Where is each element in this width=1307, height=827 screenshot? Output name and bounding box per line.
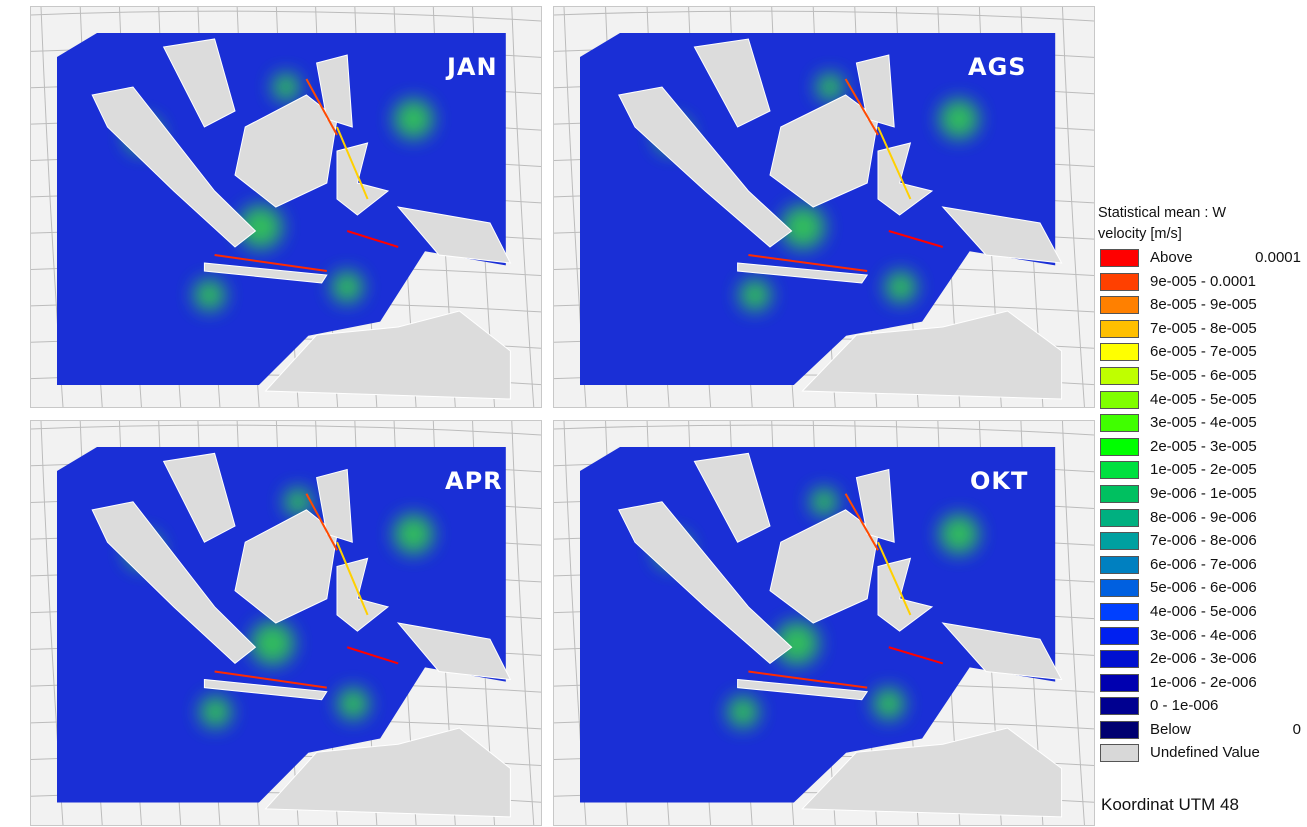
legend-swatch: [1100, 366, 1139, 385]
legend-label: 6e-006 - 7e-006: [1150, 555, 1257, 573]
month-label-okt: OKT: [970, 467, 1029, 495]
map-panel-apr: APR: [30, 420, 542, 826]
legend-item: 2e-006 - 3e-006: [1098, 648, 1303, 672]
legend-swatch: [1100, 296, 1139, 315]
legend-item: Undefined Value: [1098, 742, 1303, 766]
legend-label: 8e-005 - 9e-005: [1150, 296, 1257, 314]
coordinate-note: Koordinat UTM 48: [1101, 795, 1239, 814]
legend-swatch: [1100, 461, 1139, 480]
legend-value: 0.0001: [1255, 249, 1301, 266]
map-graphic-jan: [31, 7, 541, 407]
legend-item: 9e-005 - 0.0001: [1098, 271, 1303, 295]
legend-swatch: [1100, 319, 1139, 338]
legend-item: 0 - 1e-006: [1098, 695, 1303, 719]
map-panel-okt: OKT: [553, 420, 1095, 826]
legend-label: 0 - 1e-006: [1150, 697, 1219, 715]
legend-item: 4e-005 - 5e-005: [1098, 389, 1303, 413]
legend-label: 2e-005 - 3e-005: [1150, 437, 1257, 455]
legend-label: 7e-006 - 8e-006: [1150, 532, 1257, 550]
legend-label: 4e-006 - 5e-006: [1150, 602, 1257, 620]
legend-swatch: [1100, 602, 1139, 621]
legend-swatch: [1100, 414, 1139, 433]
legend-label: 6e-005 - 7e-005: [1150, 343, 1257, 361]
legend-label: 5e-005 - 6e-005: [1150, 366, 1257, 384]
legend-item: 2e-005 - 3e-005: [1098, 436, 1303, 460]
legend-item: 9e-006 - 1e-005: [1098, 483, 1303, 507]
legend-item: 4e-006 - 5e-006: [1098, 601, 1303, 625]
legend-swatch: [1100, 484, 1139, 503]
legend-label: 4e-005 - 5e-005: [1150, 390, 1257, 408]
legend-swatch: [1100, 673, 1139, 692]
legend-label: 7e-005 - 8e-005: [1150, 319, 1257, 337]
legend-item: 5e-005 - 6e-005: [1098, 365, 1303, 389]
month-label-apr: APR: [445, 467, 503, 495]
legend-label: 1e-006 - 2e-006: [1150, 673, 1257, 691]
legend-swatch: [1100, 272, 1139, 291]
legend-swatch: [1100, 437, 1139, 456]
legend-item: 3e-006 - 4e-006: [1098, 625, 1303, 649]
legend-label: Above: [1150, 249, 1193, 266]
legend-label: 9e-005 - 0.0001: [1150, 272, 1256, 290]
legend-item: 7e-006 - 8e-006: [1098, 530, 1303, 554]
legend-item: 1e-006 - 2e-006: [1098, 672, 1303, 696]
legend-item: 5e-006 - 6e-006: [1098, 577, 1303, 601]
legend-label: 5e-006 - 6e-006: [1150, 579, 1257, 597]
legend-label: 3e-005 - 4e-005: [1150, 414, 1257, 432]
legend-title-line1: Statistical mean : W: [1098, 205, 1227, 221]
legend-title: Statistical mean : W velocity [m/s]: [1098, 203, 1303, 245]
map-graphic-okt: [554, 421, 1094, 825]
map-panel-jan: JAN: [30, 6, 542, 408]
map-graphic-apr: [31, 421, 541, 825]
legend-title-line2: velocity [m/s]: [1098, 226, 1182, 242]
legend-item: 6e-005 - 7e-005: [1098, 341, 1303, 365]
legend-value: 0: [1292, 720, 1301, 738]
legend-swatch: [1100, 626, 1139, 645]
month-label-ags: AGS: [968, 53, 1027, 81]
legend-swatch: [1100, 532, 1139, 551]
legend-swatch: [1100, 650, 1139, 669]
map-graphic-ags: [554, 7, 1094, 407]
legend-swatch: [1100, 390, 1139, 409]
legend-item: 8e-005 - 9e-005: [1098, 294, 1303, 318]
legend: Statistical mean : W velocity [m/s] Abov…: [1098, 203, 1303, 766]
legend-label: 8e-006 - 9e-006: [1150, 508, 1257, 526]
legend-label: 3e-006 - 4e-006: [1150, 626, 1257, 644]
legend-item: 7e-005 - 8e-005: [1098, 318, 1303, 342]
legend-swatch: [1100, 555, 1139, 574]
legend-label: 9e-006 - 1e-005: [1150, 484, 1257, 502]
legend-item: 6e-006 - 7e-006: [1098, 554, 1303, 578]
legend-item: 8e-006 - 9e-006: [1098, 507, 1303, 531]
legend-label: 1e-005 - 2e-005: [1150, 461, 1257, 479]
legend-swatch: [1100, 744, 1139, 763]
legend-swatch: [1100, 343, 1139, 362]
legend-label: Below: [1150, 720, 1191, 738]
legend-swatch: [1100, 508, 1139, 527]
legend-swatch: [1100, 720, 1139, 739]
map-panel-ags: AGS: [553, 6, 1095, 408]
legend-items: Above 0.0001 9e-005 - 0.0001 8e-005 - 9e-00…: [1098, 247, 1303, 766]
legend-item: Below 0: [1098, 719, 1303, 743]
legend-swatch: [1100, 697, 1139, 716]
legend-swatch: [1100, 249, 1139, 267]
month-label-jan: JAN: [447, 53, 498, 81]
legend-swatch: [1100, 579, 1139, 598]
legend-item: Above 0.0001: [1098, 247, 1303, 271]
legend-label: 2e-006 - 3e-006: [1150, 650, 1257, 668]
legend-label: Undefined Value: [1150, 744, 1260, 762]
legend-item: 3e-005 - 4e-005: [1098, 412, 1303, 436]
legend-item: 1e-005 - 2e-005: [1098, 459, 1303, 483]
